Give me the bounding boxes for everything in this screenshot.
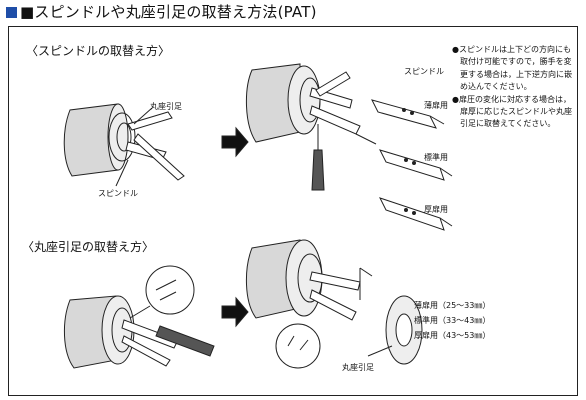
size-thick: 厚扉用（43〜53㎜） xyxy=(414,331,491,340)
label-thin-door: 薄扉用 xyxy=(424,101,448,110)
section-heading-foot: 〈丸座引足の取替え方〉 xyxy=(22,240,155,254)
spindle-variants xyxy=(371,99,453,231)
note-item: ●扉圧の変化に対応する場合は，扉厚に応じたスピンドルや丸座引足に取替えてください… xyxy=(452,94,572,129)
title-text: ■スピンドルや丸座引足の取替え方法(PAT) xyxy=(20,3,317,21)
knob-illustration-4 xyxy=(245,239,423,369)
label-marukaza-hikiashi-1: 丸座引足 xyxy=(150,102,182,111)
size-list: 薄扉用（25〜33㎜） 標準用（33〜43㎜） 厚扉用（43〜53㎜） xyxy=(414,298,490,343)
label-standard-door: 標準用 xyxy=(424,153,448,162)
knob-illustration-3 xyxy=(63,265,215,369)
size-thin: 薄扉用（25〜33㎜） xyxy=(414,301,491,310)
arrow-icon-1 xyxy=(221,126,249,158)
size-standard: 標準用（33〜43㎜） xyxy=(414,316,491,325)
knob-illustration-2 xyxy=(245,63,377,191)
arrow-icon-2 xyxy=(221,296,249,328)
title-square-icon xyxy=(6,7,17,18)
diagram-frame xyxy=(8,26,578,396)
notes: ●スピンドルは上下どの方向にも取付け可能ですので，勝手を変更する場合は，上下逆方… xyxy=(452,44,574,131)
label-marukaza-hikiashi-2: 丸座引足 xyxy=(342,363,374,372)
knob-illustration-1 xyxy=(63,103,185,187)
note-item: ●スピンドルは上下どの方向にも取付け可能ですので，勝手を変更する場合は，上下逆方… xyxy=(452,45,572,92)
label-spindle-2: スピンドル xyxy=(404,67,444,76)
label-spindle-1: スピンドル xyxy=(98,189,138,198)
page-title: ■スピンドルや丸座引足の取替え方法(PAT) xyxy=(6,2,317,22)
section-heading-spindle: 〈スピンドルの取替え方〉 xyxy=(26,44,171,58)
label-thick-door: 厚扉用 xyxy=(424,205,448,214)
